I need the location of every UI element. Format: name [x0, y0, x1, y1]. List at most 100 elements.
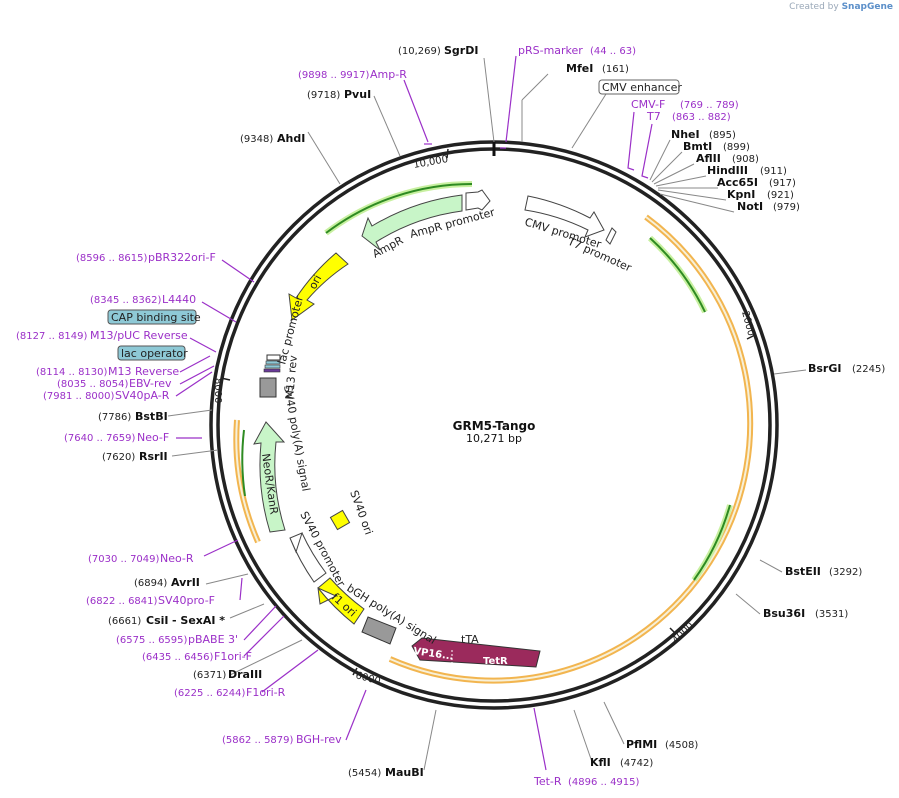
orf-green-arrow-1-line	[649, 237, 706, 313]
tick-2000-mark	[746, 334, 756, 340]
primer-range: (4896 .. 4915)	[568, 777, 640, 788]
enzyme-pos: (911)	[760, 166, 787, 177]
primer-range: (44 .. 63)	[590, 46, 636, 57]
enzyme-name: RsrII	[139, 450, 168, 463]
enzyme-name: AhdI	[277, 132, 305, 145]
primer-name: Amp-R	[370, 68, 407, 81]
bgh-polya-feature	[361, 616, 397, 645]
enzyme-name: BmtI	[683, 140, 712, 153]
primer-name: BGH-rev	[296, 733, 342, 746]
primer-name: F1ori-R	[246, 686, 286, 699]
label-sv40-polya: SV40 poly(A) signal	[281, 384, 312, 492]
enzyme-name: BstBI	[135, 410, 168, 423]
primer-name: pBABE 3'	[188, 633, 238, 646]
primer-name: pBR322ori-F	[148, 251, 216, 264]
enzyme-name: BstEII	[785, 565, 821, 578]
neokanr-feature	[253, 421, 286, 533]
tick-6000: 6000	[354, 670, 381, 687]
enzyme-pos: (895)	[709, 130, 736, 141]
primer-name: EBV-rev	[129, 377, 172, 390]
orf-ampr-line	[325, 182, 473, 234]
enzyme-pos: (979)	[773, 202, 800, 213]
enzyme-name: Bsu36I	[763, 607, 805, 620]
tick-8000-mark	[220, 377, 231, 381]
cmv-enhancer-box	[598, 79, 680, 95]
label-m13-rev: M13 rev	[283, 354, 300, 400]
enzyme-pos: (10,269)	[398, 46, 441, 57]
enzyme-name: MauBI	[385, 766, 424, 779]
enzyme-name: SgrDI	[444, 44, 478, 57]
cap-site-box	[107, 309, 197, 325]
primer-range: (7981 .. 8000)	[43, 391, 115, 402]
enzyme-name: MfeI	[566, 62, 593, 75]
cap-site-feature	[265, 360, 281, 365]
sv40-promoter-feature	[289, 532, 327, 583]
primer-range: (7030 .. 7049)	[88, 554, 160, 565]
orf-green-arrow-2	[691, 504, 733, 582]
sv40-ori-feature	[329, 509, 351, 531]
ampr-feature	[361, 194, 463, 251]
enzyme-pos: (921)	[767, 190, 794, 201]
tick-4000-mark	[669, 627, 677, 635]
ampr-promoter-feature	[465, 189, 491, 211]
sexai-label: - SexAI *	[172, 614, 225, 627]
primer-range: (5862 .. 5879)	[222, 735, 294, 746]
label-lac-promoter: lac promoter	[275, 294, 306, 366]
primer-name: SV40pro-F	[158, 594, 215, 607]
enzyme-pos: (2245)	[852, 364, 885, 375]
plasmid-name: GRM5-Tango	[453, 419, 536, 433]
enzyme-pos: (6894)	[134, 578, 167, 589]
lac-operator-box	[117, 345, 186, 361]
primer-range: (6225 .. 6244)	[174, 688, 246, 699]
enzyme-pos: (161)	[602, 64, 629, 75]
cmv-enhancer-label: CMV enhancer	[602, 81, 682, 94]
orf-grm5-line	[389, 216, 752, 682]
plasmid-length: 10,271 bp	[466, 432, 522, 445]
primer-range: (6435 .. 6456)	[142, 652, 214, 663]
label-ori: ori	[306, 273, 324, 292]
primer-name: Neo-F	[137, 431, 169, 444]
primer-name: F1ori-F	[214, 650, 252, 663]
primer-connector-lines	[175, 55, 653, 771]
orf-left-green	[241, 429, 246, 497]
enzyme-pos: (9718)	[307, 90, 340, 101]
primer-name: Tet-R	[533, 775, 562, 788]
tick-10000-mark	[446, 148, 449, 159]
label-tetr: TetR	[483, 656, 508, 667]
tta-feature	[411, 637, 541, 668]
primer-name: L4440	[162, 293, 196, 306]
primer-name: M13 Reverse	[108, 365, 179, 378]
enzyme-pos: (908)	[732, 154, 759, 165]
cap-site-label: CAP binding site	[111, 311, 201, 324]
primer-range: (8596 .. 8615)	[76, 253, 148, 264]
credit-prefix: Created by	[789, 2, 839, 12]
snapgene-logo: SnapGene	[841, 2, 893, 12]
sv40-polya-feature	[259, 377, 277, 398]
ori-feature	[288, 252, 349, 321]
primer-range: (8345 .. 8362)	[90, 295, 162, 306]
primer-range: (6822 .. 6841)	[86, 596, 158, 607]
enzyme-name: BsrGI	[808, 362, 841, 375]
enzyme-labels: (10,269) SgrDI MfeI (161) NheI (895) Bmt…	[98, 44, 885, 779]
primer-labels: pRS-marker (44 .. 63) (9898 .. 9917) Amp…	[16, 44, 739, 788]
primer-name: SV40pA-R	[115, 389, 170, 402]
snapgene-credit: Created by SnapGene	[789, 2, 893, 12]
enzyme-pos: (7786)	[98, 412, 131, 423]
t7-promoter-feature	[605, 227, 617, 245]
enzyme-name: DraIII	[228, 668, 262, 681]
orf-green-arrow-2-line	[693, 504, 731, 581]
enzyme-name: KflI	[590, 756, 611, 769]
enzyme-name: KpnI	[727, 188, 755, 201]
enzyme-name: AflII	[696, 152, 721, 165]
label-sv40-ori: SV40 ori	[347, 489, 375, 537]
m13-rev-feature	[263, 368, 281, 373]
primer-range: (7640 .. 7659)	[64, 433, 136, 444]
enzyme-name: PvuI	[344, 88, 371, 101]
primer-range: (6575 .. 6595)	[116, 635, 188, 646]
primer-range: (8127 .. 8149)	[16, 331, 88, 342]
tick-10000: 10,000	[413, 154, 449, 171]
enzyme-name: PflMI	[626, 738, 657, 751]
lac-operator-feature	[264, 364, 281, 369]
enzyme-name: Acc65I	[717, 176, 758, 189]
